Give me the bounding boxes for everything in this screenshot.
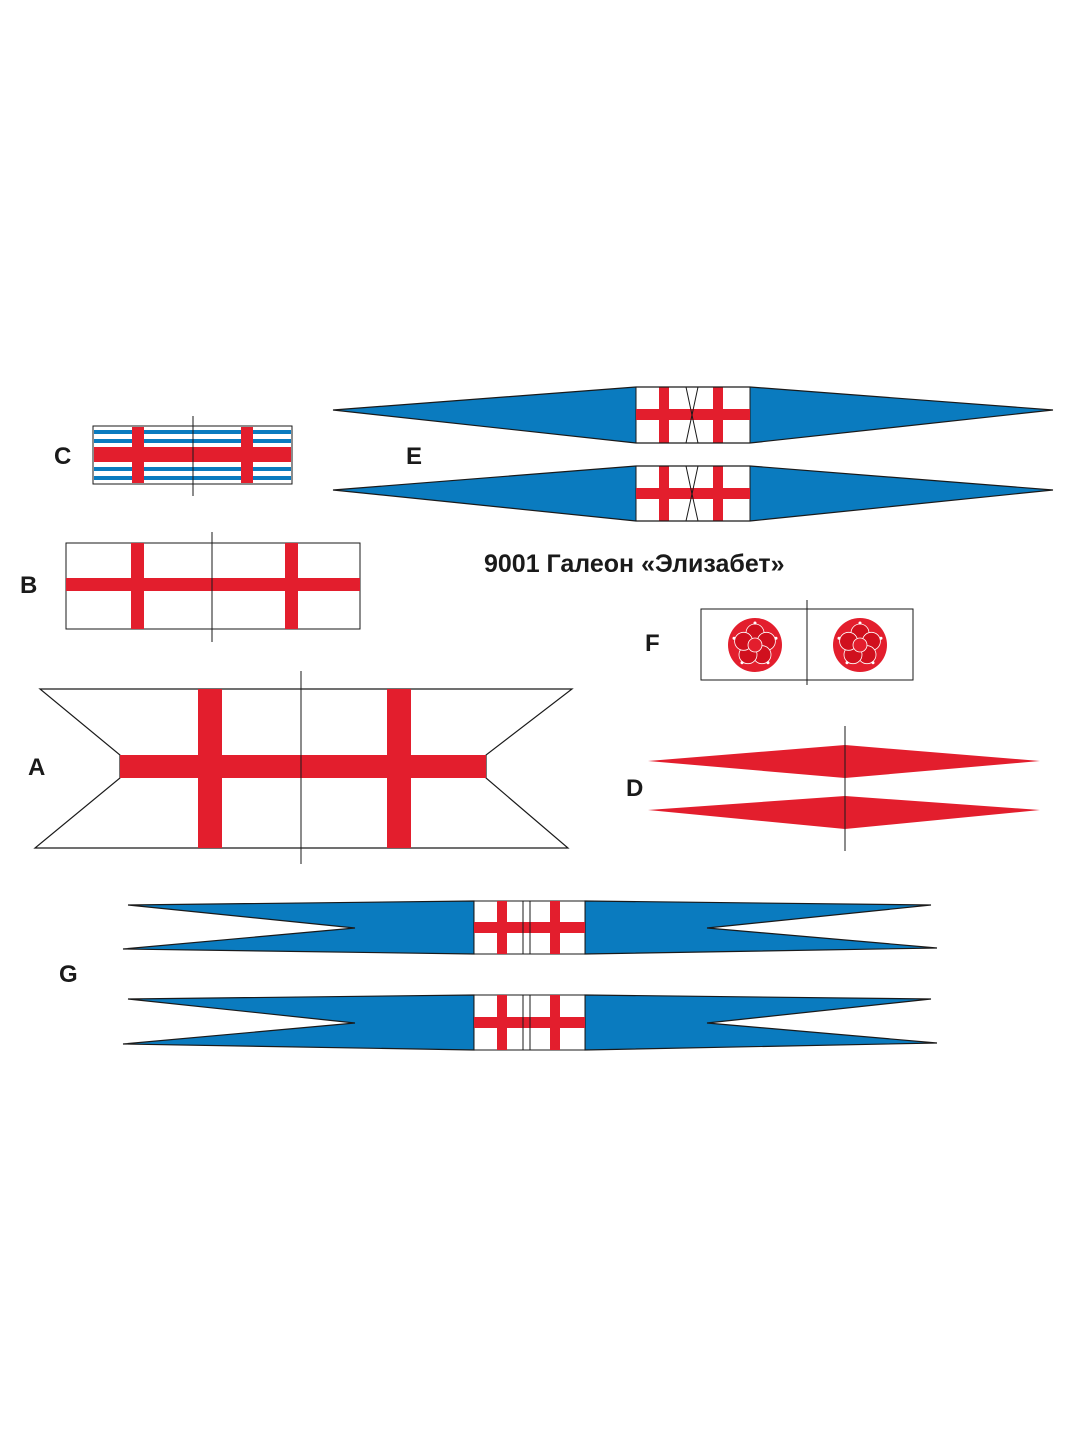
flag-e-bottom: [332, 465, 1054, 522]
flag-a: [33, 671, 574, 864]
label-e: E: [406, 443, 423, 470]
tudor-rose-icon: [833, 618, 887, 672]
flag-d: [648, 726, 1040, 851]
flag-e-top: [332, 386, 1054, 444]
label-d: D: [626, 775, 644, 802]
label-f: F: [645, 630, 660, 657]
flag-g-top: [122, 900, 938, 955]
label-a: A: [28, 754, 46, 781]
flag-c: [92, 416, 293, 496]
flag-f: [700, 600, 914, 685]
label-g: G: [59, 961, 78, 988]
tudor-rose-icon: [728, 618, 782, 672]
label-b: B: [20, 572, 38, 599]
label-c: C: [54, 443, 72, 470]
flag-g-bottom: [122, 994, 938, 1051]
diagram-title: 9001 Галеон «Элизабет»: [484, 550, 785, 578]
flag-b: [65, 532, 361, 642]
